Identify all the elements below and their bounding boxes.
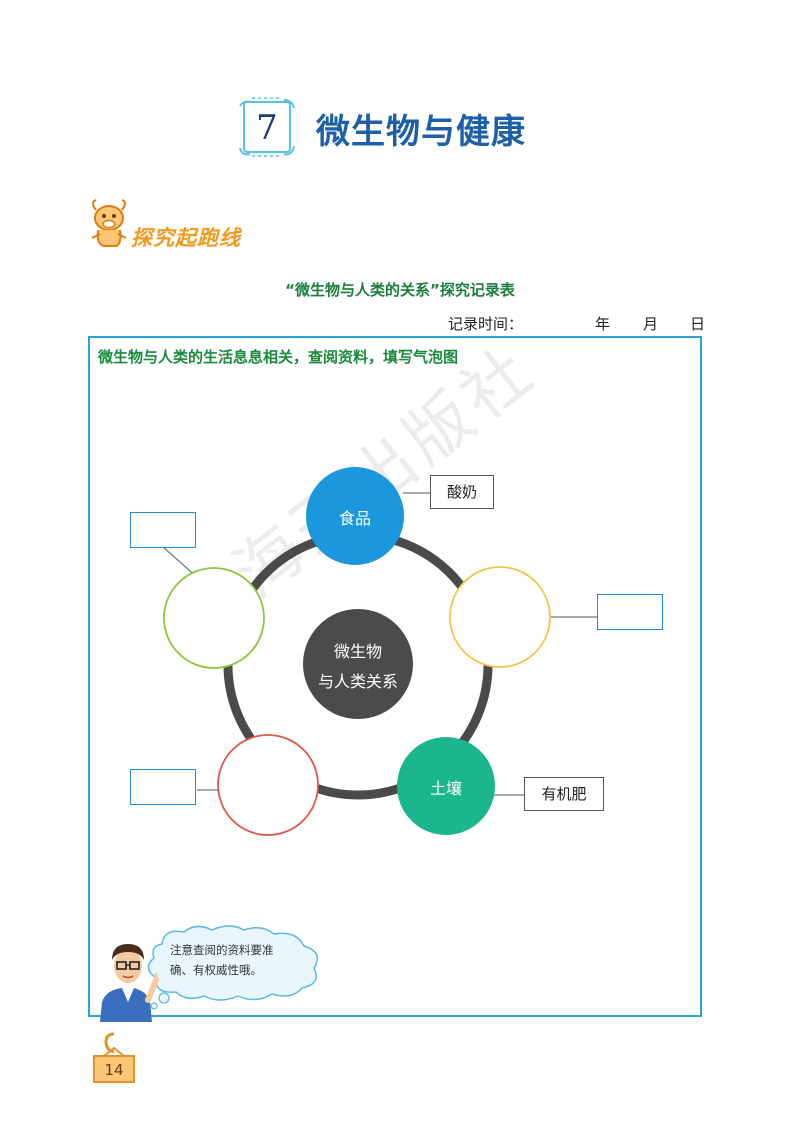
tip-text: 注意查阅的资料要准 确、有权威性哦。: [170, 940, 320, 980]
soil-bubble-label: 土壤: [429, 779, 462, 798]
chapter-title: 微生物与健康: [316, 112, 526, 152]
empty-bubble-red: [217, 734, 319, 836]
food-example-box: 酸奶: [430, 475, 494, 509]
instruction-text: 微生物与人类的生活息息相关，查阅资料，填写气泡图: [98, 348, 459, 366]
chapter-number-frame: [239, 97, 295, 157]
record-day-label: 日: [690, 315, 706, 333]
teacher-with-speech-bubble: [100, 925, 319, 1022]
empty-bubble-yellow: [449, 566, 551, 668]
record-year-label: 年: [595, 315, 611, 333]
food-bubble-label: 食品: [338, 509, 371, 528]
center-bubble: [303, 609, 413, 719]
soil-bubble: [397, 737, 495, 835]
teacher-icon: [100, 944, 159, 1022]
tip-line-2: 确、有权威性哦。: [170, 963, 262, 977]
soil-example-box: 有机肥: [524, 777, 604, 811]
table-title: “微生物与人类的关系”探究记录表: [285, 281, 515, 299]
blank-answer-box[interactable]: [597, 594, 663, 630]
food-bubble: [306, 467, 404, 565]
blank-answer-box[interactable]: [130, 512, 196, 548]
center-bubble-line2: 与人类关系: [317, 672, 398, 691]
empty-bubble-green: [163, 567, 265, 669]
blank-answer-box[interactable]: [130, 769, 196, 805]
record-table-frame: [88, 336, 702, 1017]
section-label: 探究起跑线: [131, 226, 241, 250]
cow-mascot-icon: [91, 199, 127, 247]
center-bubble-line1: 微生物: [333, 642, 382, 661]
record-date-label: 记录时间：: [448, 315, 524, 333]
chapter-number: 7: [256, 108, 278, 148]
record-month-label: 月: [643, 315, 659, 333]
tip-line-1: 注意查阅的资料要准: [170, 943, 274, 957]
speech-cloud-icon: [147, 925, 319, 1001]
page-number-tag-icon: [93, 1032, 135, 1083]
page-number: 14: [104, 1061, 124, 1079]
